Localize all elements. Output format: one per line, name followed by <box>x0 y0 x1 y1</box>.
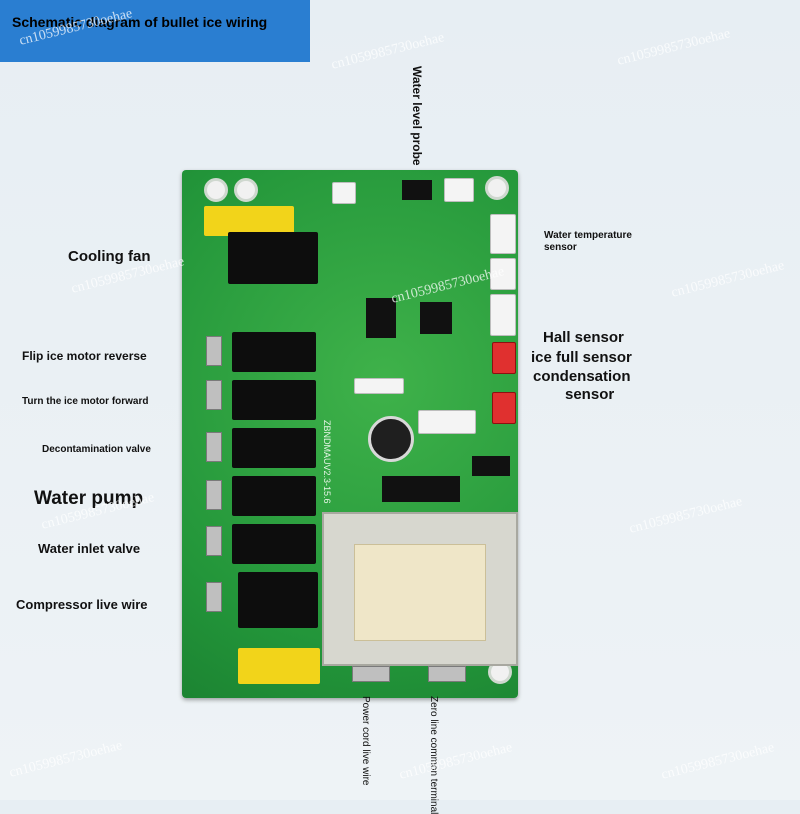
label-water-temperature-sensor: Water temperature sensor <box>544 230 632 253</box>
watermark: cn1059985730oehae <box>669 258 786 301</box>
neutral-terminal <box>428 666 466 682</box>
watermark: cn1059985730oehae <box>659 740 776 783</box>
terminal <box>206 380 222 410</box>
transformer-core <box>354 544 486 641</box>
relay-1 <box>232 332 316 372</box>
watermark: cn1059985730oehae <box>615 26 732 69</box>
watermark: cn1059985730oehae <box>397 740 514 783</box>
mount-hole <box>234 178 258 202</box>
terminal <box>206 526 222 556</box>
connector <box>490 258 516 290</box>
label-cooling-fan: Cooling fan <box>68 248 151 265</box>
watermark: cn1059985730oehae <box>329 30 446 73</box>
label-water-level-probe: Water level probe <box>410 66 424 166</box>
compressor-relay <box>238 572 318 628</box>
water-temp-connector <box>490 214 516 254</box>
terminal <box>206 336 222 366</box>
terminal <box>206 582 222 612</box>
relay-5 <box>232 524 316 564</box>
watermark: cn1059985730oehae <box>627 494 744 537</box>
electrolytic-capacitor <box>368 416 414 462</box>
label-condensation: condensation <box>533 368 631 385</box>
relay-3 <box>232 428 316 468</box>
label-decontamination-valve: Decontamination valve <box>42 444 151 455</box>
transformer <box>322 512 518 666</box>
label-water-pump: Water pump <box>34 488 144 509</box>
condensation-connector <box>492 392 516 424</box>
probe-header <box>402 180 432 200</box>
connector <box>444 178 474 202</box>
bridge-rectifier <box>382 476 460 502</box>
regulator <box>472 456 510 476</box>
label-sensor: sensor <box>565 386 615 403</box>
fan-relay <box>228 232 318 284</box>
board-model: ZBNDMAUV2.3-15.6 <box>322 420 332 504</box>
connector <box>332 182 356 204</box>
ic-chip <box>366 298 396 338</box>
connector <box>418 410 476 434</box>
connector <box>354 378 404 394</box>
capacitor-yellow-bottom <box>238 648 320 684</box>
mount-hole <box>204 178 228 202</box>
label-power-cord-live-wire: Power cord live wire <box>360 696 371 786</box>
label-water-inlet-valve: Water inlet valve <box>38 541 141 556</box>
label-ice-full-sensor: ice full sensor <box>531 349 632 366</box>
relay-4 <box>232 476 316 516</box>
label-zero-line-common-terminal: Zero line common terminal <box>428 696 439 814</box>
capacitor-yellow-top <box>204 206 294 236</box>
watermark: cn1059985730oehae <box>7 738 124 781</box>
label-hall-sensor: Hall sensor <box>543 329 624 346</box>
page-title: Schematic diagram of bullet ice wiring <box>12 14 268 30</box>
microcontroller <box>420 302 452 334</box>
connector <box>490 294 516 336</box>
terminal <box>206 432 222 462</box>
label-compressor-live-wire: Compressor live wire <box>16 597 148 612</box>
title-banner: Schematic diagram of bullet ice wiring <box>0 0 310 62</box>
label-flip-ice-motor-reverse: Flip ice motor reverse <box>22 349 147 363</box>
hall-sensor-connector <box>492 342 516 374</box>
relay-2 <box>232 380 316 420</box>
mount-hole <box>485 176 509 200</box>
power-terminal <box>352 666 390 682</box>
terminal <box>206 480 222 510</box>
label-ice-motor-forward: Turn the ice motor forward <box>22 396 149 407</box>
